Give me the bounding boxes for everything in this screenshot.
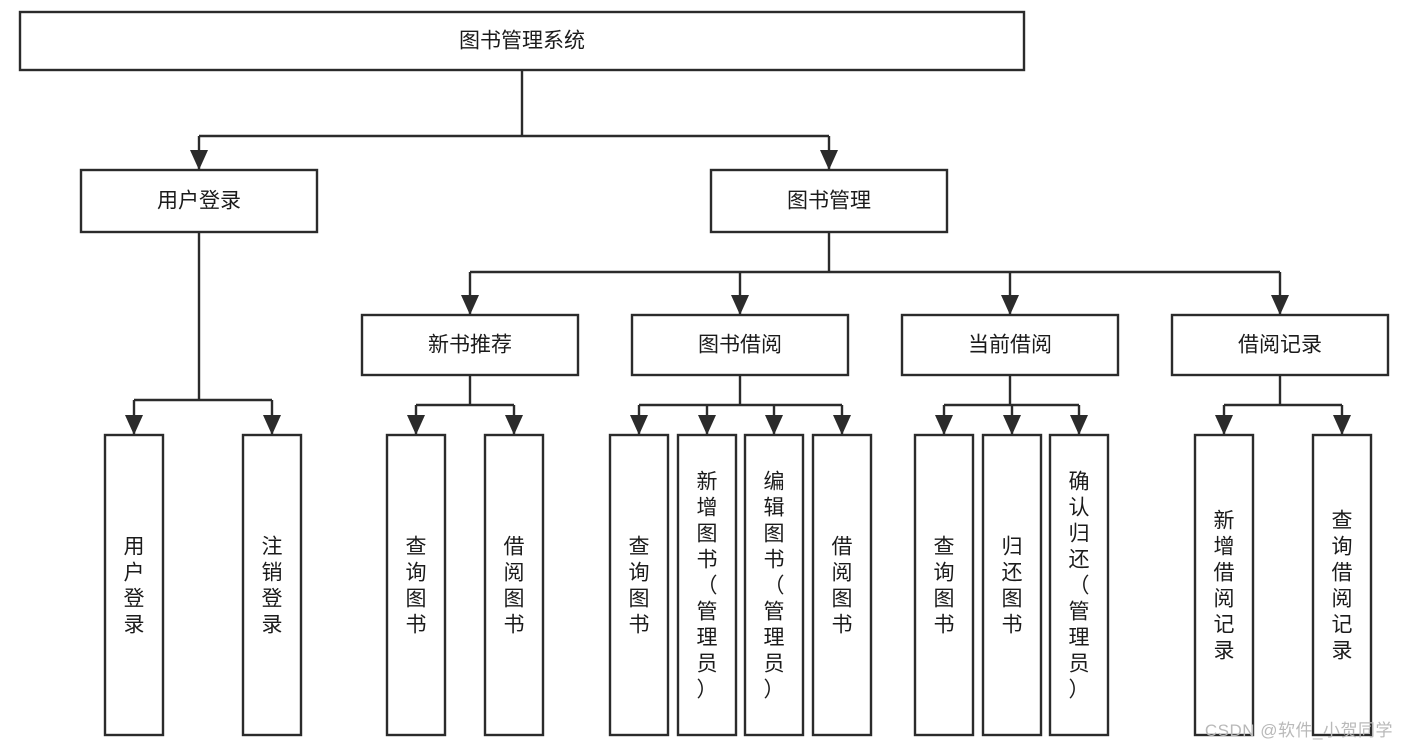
arrow-head-icon: [263, 415, 281, 435]
arrow-head-icon: [1333, 415, 1351, 435]
node-l2-3[interactable]: 借阅记录: [1170, 313, 1390, 377]
arrow-head-icon: [1271, 295, 1289, 315]
node-label: 查询图书: [934, 535, 955, 636]
arrow-head-icon: [765, 415, 783, 435]
node-leaf-11[interactable]: 新增借阅记录: [1193, 433, 1255, 737]
node-leaf-7[interactable]: 借阅图书: [811, 433, 873, 737]
node-root-0[interactable]: 图书管理系统: [18, 10, 1026, 72]
node-leaf-9[interactable]: 归还图书: [981, 433, 1043, 737]
node-label: 确认归还（管理员）: [1069, 470, 1090, 701]
node-label: 查询图书: [406, 535, 427, 636]
node-box: [241, 433, 303, 737]
node-label: 图书管理系统: [459, 30, 585, 53]
node-leaf-0[interactable]: 用户登录: [103, 433, 165, 737]
node-label: 新增图书（管理员）: [697, 470, 718, 701]
node-label: 新书推荐: [428, 334, 512, 357]
node-box: [1311, 433, 1373, 737]
node-box: [79, 168, 319, 234]
node-label: 查询图书: [629, 535, 650, 636]
node-box: [1170, 313, 1390, 377]
node-label: 借阅图书: [832, 535, 853, 636]
node-box: [676, 433, 738, 737]
node-box: [709, 168, 949, 234]
arrow-head-icon: [820, 150, 838, 170]
arrow-head-icon: [731, 295, 749, 315]
node-box: [1048, 433, 1110, 737]
node-label: 编辑图书（管理员）: [764, 470, 785, 701]
arrow-head-icon: [461, 295, 479, 315]
node-l1-1[interactable]: 图书管理: [709, 168, 949, 234]
node-box: [913, 433, 975, 737]
node-box: [743, 433, 805, 737]
node-label: 注销登录: [262, 535, 283, 636]
node-box: [630, 313, 850, 377]
arrow-head-icon: [935, 415, 953, 435]
arrow-head-icon: [698, 415, 716, 435]
node-label: 新增借阅记录: [1214, 509, 1235, 662]
arrow-head-icon: [407, 415, 425, 435]
node-layer: 图书管理系统用户登录图书管理新书推荐图书借阅当前借阅借阅记录用户登录注销登录查询…: [18, 10, 1390, 737]
node-box: [483, 433, 545, 737]
node-box: [981, 433, 1043, 737]
node-box: [385, 433, 447, 737]
arrow-head-icon: [1003, 415, 1021, 435]
node-label: 归还图书: [1002, 535, 1023, 636]
node-box: [103, 433, 165, 737]
node-label: 当前借阅: [968, 334, 1052, 357]
node-label: 图书借阅: [698, 334, 782, 357]
node-label: 用户登录: [124, 535, 145, 636]
node-l2-2[interactable]: 当前借阅: [900, 313, 1120, 377]
node-box: [608, 433, 670, 737]
node-leaf-10[interactable]: 确认归还（管理员）: [1048, 433, 1110, 737]
node-leaf-12[interactable]: 查询借阅记录: [1311, 433, 1373, 737]
arrow-head-icon: [505, 415, 523, 435]
node-box: [360, 313, 580, 377]
arrow-head-icon: [1001, 295, 1019, 315]
node-label: 借阅图书: [504, 535, 525, 636]
arrow-head-icon: [190, 150, 208, 170]
node-box: [900, 313, 1120, 377]
node-label: 图书管理: [787, 190, 871, 213]
arrow-head-icon: [1070, 415, 1088, 435]
node-leaf-2[interactable]: 查询图书: [385, 433, 447, 737]
node-leaf-3[interactable]: 借阅图书: [483, 433, 545, 737]
connector-layer: [125, 70, 1351, 435]
node-label: 查询借阅记录: [1332, 509, 1353, 662]
node-leaf-6[interactable]: 编辑图书（管理员）: [743, 433, 805, 737]
node-l2-1[interactable]: 图书借阅: [630, 313, 850, 377]
node-label: 借阅记录: [1238, 334, 1322, 357]
node-l1-0[interactable]: 用户登录: [79, 168, 319, 234]
node-leaf-8[interactable]: 查询图书: [913, 433, 975, 737]
node-l2-0[interactable]: 新书推荐: [360, 313, 580, 377]
arrow-head-icon: [833, 415, 851, 435]
node-leaf-1[interactable]: 注销登录: [241, 433, 303, 737]
node-box: [18, 10, 1026, 72]
node-box: [1193, 433, 1255, 737]
node-label: 用户登录: [157, 190, 241, 213]
arrow-head-icon: [630, 415, 648, 435]
arrow-head-icon: [125, 415, 143, 435]
arrow-head-icon: [1215, 415, 1233, 435]
node-leaf-5[interactable]: 新增图书（管理员）: [676, 433, 738, 737]
node-box: [811, 433, 873, 737]
node-leaf-4[interactable]: 查询图书: [608, 433, 670, 737]
